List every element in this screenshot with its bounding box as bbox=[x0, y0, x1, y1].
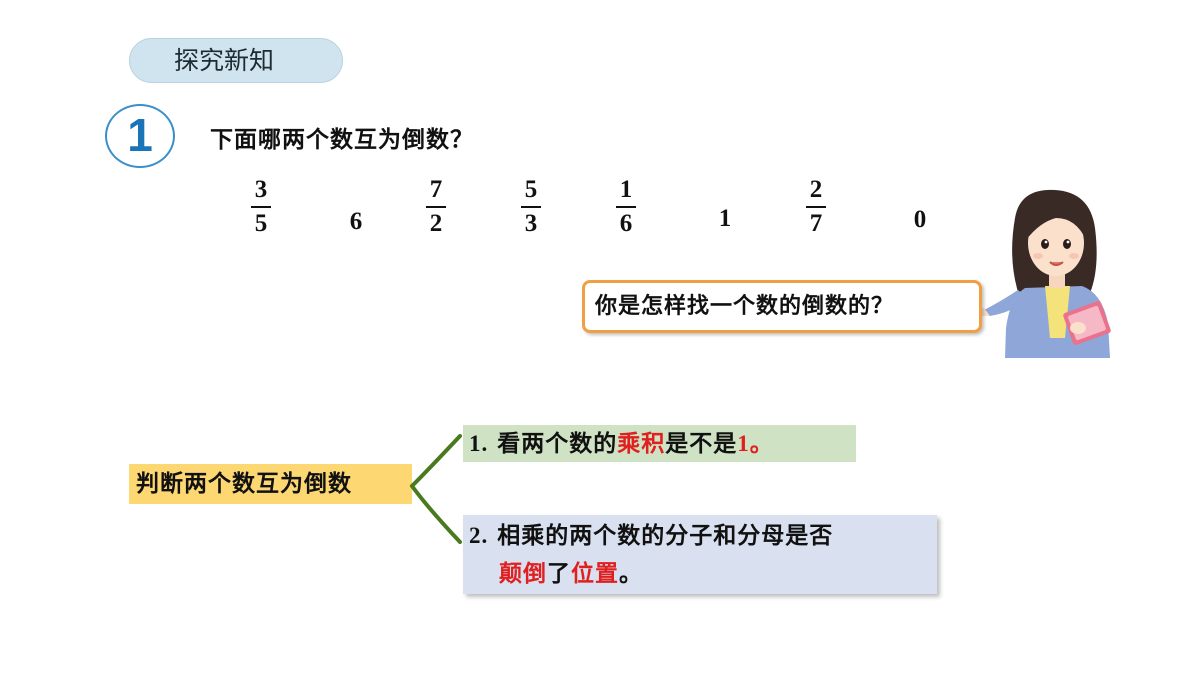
judge-label: 判断两个数互为倒数 bbox=[129, 464, 412, 504]
denominator: 2 bbox=[429, 210, 443, 237]
numerator: 5 bbox=[524, 176, 538, 203]
method-two-text-b: 了 bbox=[547, 560, 571, 587]
denominator: 7 bbox=[809, 210, 823, 237]
denominator: 3 bbox=[524, 210, 538, 237]
method-two-text-c: 。 bbox=[619, 560, 643, 587]
method-two-number: 2. bbox=[469, 523, 489, 548]
fraction-bar bbox=[806, 206, 826, 208]
method-two-highlight-2: 位置 bbox=[571, 560, 619, 587]
method-two-highlight: 颠倒 bbox=[499, 560, 547, 587]
method-one-text-b: 是不是 bbox=[665, 430, 738, 457]
section-tag: 探究新知 bbox=[129, 38, 343, 83]
method-one-highlight-2: 1。 bbox=[737, 431, 774, 456]
numerator: 3 bbox=[254, 176, 268, 203]
number-fraction: 7 2 bbox=[421, 176, 451, 238]
numerator: 1 bbox=[619, 176, 633, 203]
method-two-text: 相乘的两个数的分子和分母是否 bbox=[488, 522, 834, 549]
teacher-illustration bbox=[971, 189, 1111, 358]
method-two-line-2: 颠倒了位置。 bbox=[469, 555, 937, 593]
number-whole: 6 bbox=[349, 208, 363, 235]
denominator: 5 bbox=[254, 210, 268, 237]
method-two-box: 2. 相乘的两个数的分子和分母是否 颠倒了位置。 bbox=[463, 515, 937, 594]
numerator: 2 bbox=[809, 176, 823, 203]
number-fraction: 2 7 bbox=[801, 176, 831, 238]
question-text: 下面哪两个数互为倒数？ bbox=[210, 126, 474, 153]
fraction-bar bbox=[426, 206, 446, 208]
number-fraction: 1 6 bbox=[611, 176, 641, 238]
fraction-bar bbox=[251, 206, 271, 208]
method-one-text: 看两个数的 bbox=[488, 430, 618, 457]
number-whole: 1 bbox=[718, 205, 732, 232]
denominator: 6 bbox=[619, 210, 633, 237]
fraction-bar bbox=[521, 206, 541, 208]
branch-brace bbox=[410, 434, 462, 544]
problem-number-badge: 1 bbox=[105, 104, 175, 168]
numerator: 7 bbox=[429, 176, 443, 203]
number-fraction: 5 3 bbox=[516, 176, 546, 238]
method-one-highlight: 乘积 bbox=[617, 430, 666, 457]
fraction-bar bbox=[616, 206, 636, 208]
method-one-number: 1. bbox=[469, 431, 489, 456]
method-one-box: 1. 看两个数的乘积是不是1。 bbox=[463, 425, 856, 462]
number-fraction: 3 5 bbox=[246, 176, 276, 238]
speech-bubble: 你是怎样找一个数的倒数的？ bbox=[582, 280, 982, 333]
number-whole: 0 bbox=[913, 206, 927, 233]
